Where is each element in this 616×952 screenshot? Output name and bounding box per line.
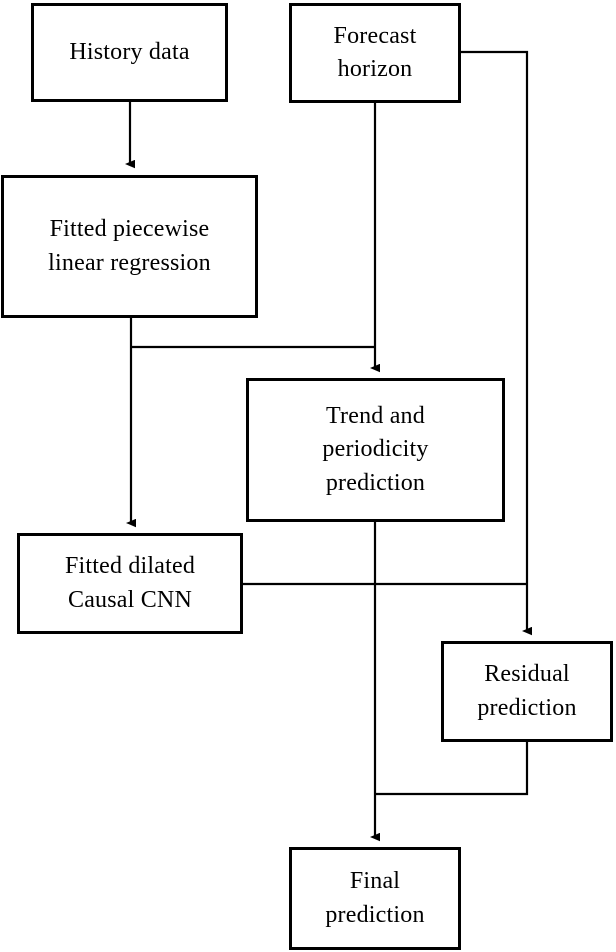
node-trend-and-periodicity-prediction[interactable]: Trend and periodicity prediction (246, 378, 505, 522)
node-fitted-piecewise-linear-regression-label: Fitted piecewise linear regression (48, 216, 211, 276)
node-forecast-horizon-label: Forecast horizon (333, 22, 417, 82)
node-residual-prediction-label: Residual prediction (477, 661, 577, 721)
node-residual-prediction[interactable]: Residual prediction (441, 641, 613, 742)
edge-residual-to-final (375, 742, 529, 796)
node-trend-and-periodicity-prediction-label: Trend and periodicity prediction (322, 403, 429, 496)
node-history-data-label: History data (69, 38, 190, 65)
node-fitted-dilated-causal-cnn[interactable]: Fitted dilated Causal CNN (17, 533, 243, 634)
edge-horizon-to-residual (461, 50, 532, 636)
node-fitted-dilated-causal-cnn-label: Fitted dilated Causal CNN (64, 553, 196, 613)
node-history-data[interactable]: History data (31, 3, 228, 102)
node-forecast-horizon[interactable]: Forecast horizon (289, 3, 461, 103)
node-final-prediction[interactable]: Final prediction (289, 847, 461, 950)
node-final-prediction-label: Final prediction (325, 868, 425, 928)
node-fitted-piecewise-linear-regression[interactable]: Fitted piecewise linear regression (1, 175, 258, 318)
